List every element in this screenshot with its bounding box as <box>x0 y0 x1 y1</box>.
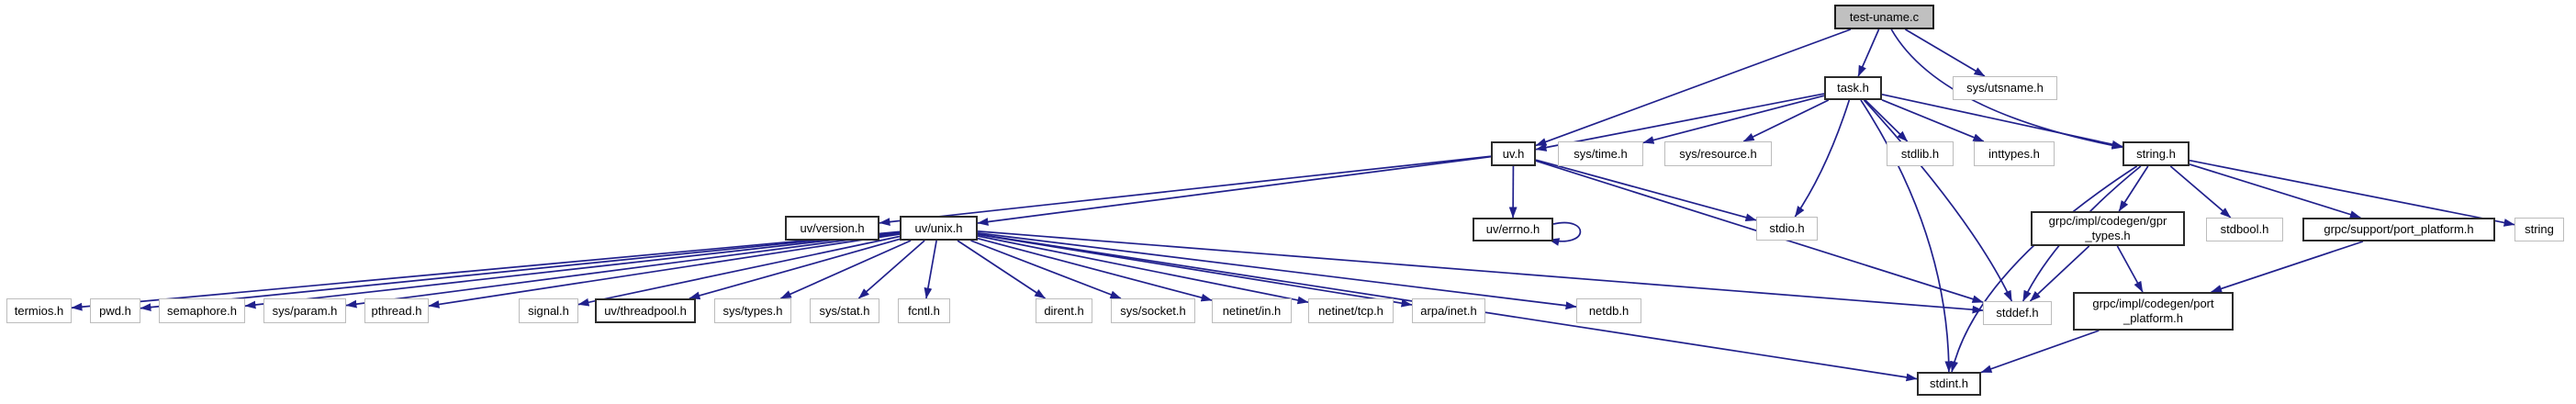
edge-grpc_support_port_platform_h-to-grpc_impl_codegen_port_platform_h <box>2211 241 2364 293</box>
edge-test_uname_c-to-task_h <box>1857 28 1880 77</box>
node-inttypes-h: inttypes.h <box>1974 141 2055 166</box>
edge-task_h-to-stdio_h <box>1794 99 1851 218</box>
edge-uv_unix_h-to-netinet_in_h <box>977 237 1213 302</box>
node-stdint-h[interactable]: stdint.h <box>1917 372 1981 396</box>
edge-uv_unix_h-to-arpa_inet_h <box>977 233 1413 308</box>
edge-task_h-to-sys_time_h <box>1642 95 1825 144</box>
edge-task_h-to-stdint_h <box>1860 99 1954 373</box>
node-pwd-h: pwd.h <box>90 298 140 323</box>
edge-uv_unix_h-to-fcntl_h <box>924 240 937 299</box>
node-netinet-tcp-h: netinet/tcp.h <box>1308 298 1394 323</box>
edge-test_uname_c-to-uv_h <box>1535 28 1852 147</box>
edge-uv_unix_h-to-sys_types_h <box>779 240 912 299</box>
edge-gpr_types_h-to-stddef_h <box>2029 245 2090 302</box>
node-task-h[interactable]: task.h <box>1824 76 1882 100</box>
node-semaphore-h: semaphore.h <box>159 298 245 323</box>
edge-uv_unix_h-to-signal_h <box>577 235 901 307</box>
node-netinet-in-h: netinet/in.h <box>1212 298 1292 323</box>
edge-uv_unix_h-to-sys_param_h <box>345 232 901 309</box>
edge-uv_unix_h-to-stddef_h <box>977 230 1984 314</box>
edge-task_h-to-stdlib_h <box>1865 99 1909 142</box>
node-sys-types-h: sys/types.h <box>714 298 791 323</box>
node-sys-socket-h: sys/socket.h <box>1111 298 1195 323</box>
edge-uv_unix_h-to-dirent_h <box>957 240 1046 299</box>
node-pthread-h: pthread.h <box>364 298 429 323</box>
edge-uv_unix_h-to-pthread_h <box>428 233 901 309</box>
node-string-: string <box>2514 218 2564 241</box>
node-sys-time-h: sys/time.h <box>1558 141 1643 166</box>
edge-uv_unix_h-to-semaphore_h <box>244 231 901 309</box>
node-uv-version-h[interactable]: uv/version.h <box>785 216 879 241</box>
node-sys-param-h: sys/param.h <box>263 298 346 323</box>
edge-string_h-to-grpc_support_port_platform_h <box>2189 163 2361 219</box>
edge-uv_unix_h-to-termios_h <box>71 230 901 311</box>
edge-task_h-to-sys_resource_h <box>1742 99 1830 142</box>
edge-test_uname_c-to-sys_utsname_h <box>1904 28 1986 77</box>
node-sys-resource-h: sys/resource.h <box>1664 141 1772 166</box>
edge-task_h-to-uv_h <box>1535 93 1825 152</box>
edge-uv_h-to-uv_unix_h <box>977 155 1492 226</box>
edge-string_h-to-stdbool_h <box>2169 165 2232 219</box>
node-stdio-h: stdio.h <box>1756 217 1818 241</box>
edge-gpr_types_h-to-grpc_impl_codegen_port_platform_h <box>2116 245 2144 293</box>
node-stdlib-h: stdlib.h <box>1887 141 1954 166</box>
node-grpc-support-port-platform-h[interactable]: grpc/support/port_platform.h <box>2302 218 2495 241</box>
node-arpa-inet-h: arpa/inet.h <box>1412 298 1485 323</box>
node-sys-utsname-h: sys/utsname.h <box>1953 76 2057 100</box>
node-sys-stat-h: sys/stat.h <box>810 298 879 323</box>
edge-task_h-to-inttypes_h <box>1881 99 1985 142</box>
edge-uv_h-to-uv_version_h <box>879 155 1492 227</box>
node-uv-h[interactable]: uv.h <box>1491 141 1536 166</box>
edge-uv_h-to-stdio_h <box>1535 159 1757 222</box>
edge-uv_unix_h-to-sys_stat_h <box>857 240 925 299</box>
node-stddef-h: stddef.h <box>1983 301 2052 325</box>
node-uv-threadpool-h[interactable]: uv/threadpool.h <box>595 298 696 323</box>
node-gpr-types-h[interactable]: grpc/impl/codegen/gpr _types.h <box>2031 211 2185 246</box>
edge-uv_errno_h-to-uv_errno_h <box>1548 221 1582 246</box>
node-test-uname-c: test-uname.c <box>1834 5 1934 29</box>
edge-uv_unix_h-to-netdb_h <box>977 231 1577 310</box>
edge-uv_unix_h-to-uv_threadpool_h <box>689 238 901 300</box>
edge-uv_unix_h-to-pwd_h <box>140 230 901 311</box>
edge-uv_unix_h-to-sys_socket_h <box>970 240 1122 299</box>
edge-uv_unix_h-to-netinet_tcp_h <box>977 235 1309 305</box>
node-grpc-impl-codegen-port-platform-h[interactable]: grpc/impl/codegen/port _platform.h <box>2073 292 2234 331</box>
node-uv-unix-h[interactable]: uv/unix.h <box>900 216 978 241</box>
edge-string_h-to-string_ <box>2189 159 2515 227</box>
node-stdbool-h: stdbool.h <box>2206 218 2283 241</box>
node-netdb-h: netdb.h <box>1576 298 1641 323</box>
node-fcntl-h: fcntl.h <box>898 298 950 323</box>
node-string-h[interactable]: string.h <box>2122 141 2190 166</box>
node-signal-h: signal.h <box>519 298 578 323</box>
edge-grpc_impl_codegen_port_platform_h-to-stdint_h <box>1980 330 2100 374</box>
edge-task_h-to-string_h <box>1881 93 2123 149</box>
edge-string_h-to-stdint_h <box>1950 165 2138 373</box>
node-dirent-h: dirent.h <box>1036 298 1092 323</box>
node-uv-errno-h[interactable]: uv/errno.h <box>1473 218 1553 241</box>
edge-string_h-to-gpr_types_h <box>2118 165 2149 212</box>
node-termios-h: termios.h <box>6 298 72 323</box>
